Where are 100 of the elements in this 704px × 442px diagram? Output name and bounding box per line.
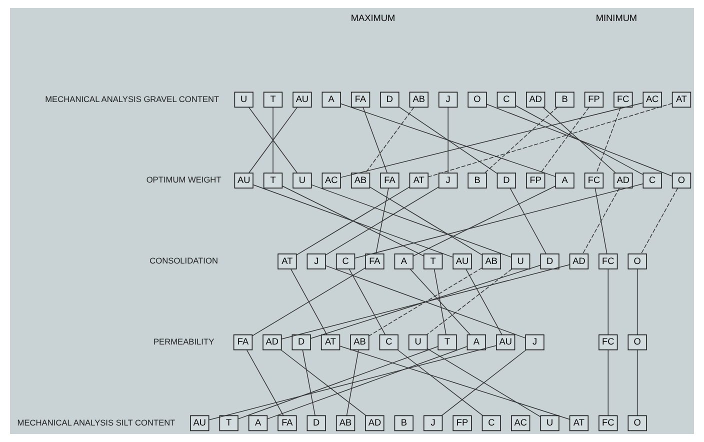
connector bbox=[346, 350, 359, 416]
node-box: FP bbox=[452, 415, 472, 432]
connector bbox=[515, 105, 644, 175]
connector bbox=[510, 188, 546, 254]
node-box: FA bbox=[278, 415, 297, 432]
node-box: FC bbox=[614, 92, 633, 108]
connector bbox=[640, 188, 678, 254]
node-box: AU bbox=[234, 172, 254, 188]
connector bbox=[428, 102, 673, 178]
connector bbox=[636, 350, 638, 416]
node-box: B bbox=[394, 415, 414, 432]
connector bbox=[398, 106, 498, 174]
node-box: FA bbox=[233, 334, 253, 350]
connector bbox=[370, 186, 482, 256]
node-box: U bbox=[540, 415, 560, 432]
node-box: D bbox=[306, 415, 326, 432]
node-box: AD bbox=[614, 172, 633, 188]
node-box: C bbox=[336, 254, 356, 270]
node-box: AU bbox=[452, 254, 472, 270]
connector bbox=[290, 268, 328, 336]
node-box: AT bbox=[409, 172, 428, 188]
connector bbox=[282, 186, 424, 256]
node-box: C bbox=[496, 92, 516, 108]
connector bbox=[410, 268, 471, 336]
node-box: U bbox=[511, 254, 530, 270]
connector bbox=[296, 186, 410, 256]
connector bbox=[365, 106, 414, 174]
node-box: AB bbox=[336, 415, 356, 432]
connector bbox=[426, 268, 512, 336]
node-box: A bbox=[248, 415, 268, 432]
label: MECHANICAL ANALYSIS GRAVEL CONTENT bbox=[45, 94, 220, 104]
connector bbox=[596, 106, 622, 174]
connector bbox=[540, 106, 590, 174]
connector bbox=[238, 346, 438, 420]
connector bbox=[281, 264, 570, 340]
node-box: FC bbox=[598, 254, 618, 270]
connector bbox=[248, 106, 298, 174]
node-box: C bbox=[379, 334, 398, 350]
node-box: U bbox=[408, 334, 428, 350]
node-box: AD bbox=[569, 254, 589, 270]
node-box: FC bbox=[598, 334, 618, 350]
node-box: C bbox=[642, 172, 662, 188]
node-box: AB bbox=[482, 254, 502, 270]
node-box: AC bbox=[511, 415, 530, 432]
node-box: J bbox=[423, 415, 443, 432]
connector bbox=[354, 183, 644, 259]
connector bbox=[426, 348, 541, 418]
node-box: AU bbox=[292, 92, 312, 108]
node-box: FP bbox=[526, 172, 546, 188]
connector bbox=[208, 345, 496, 420]
connector bbox=[340, 102, 644, 178]
connector bbox=[397, 350, 484, 416]
node-box: AC bbox=[642, 92, 662, 108]
node-box: T bbox=[219, 415, 238, 432]
node-box: B bbox=[555, 92, 574, 108]
node-box: AU bbox=[190, 415, 210, 432]
node-box: O bbox=[628, 415, 647, 432]
node-box: FP bbox=[584, 92, 604, 108]
label: CONSOLIDATION bbox=[150, 256, 218, 266]
node-box: J bbox=[438, 92, 458, 108]
node-box: D bbox=[496, 172, 516, 188]
connector bbox=[266, 346, 468, 420]
node-box: AT bbox=[672, 92, 692, 108]
node-box: AC bbox=[322, 172, 341, 188]
connector bbox=[340, 346, 570, 420]
connector bbox=[434, 268, 446, 336]
connector bbox=[412, 186, 556, 256]
connector bbox=[486, 104, 672, 176]
node-box: FC bbox=[598, 415, 618, 432]
node-box: C bbox=[482, 415, 502, 432]
node-box: O bbox=[628, 254, 647, 270]
node-box: D bbox=[292, 334, 311, 350]
connector bbox=[272, 106, 274, 174]
connector bbox=[340, 103, 556, 177]
node-box: A bbox=[555, 172, 574, 188]
node-box: AT bbox=[278, 254, 297, 270]
label: PERMEABILITY bbox=[153, 336, 214, 346]
node-box: T bbox=[263, 92, 283, 108]
node-box: O bbox=[672, 172, 692, 188]
connector bbox=[311, 184, 512, 258]
node-box: AB bbox=[350, 334, 370, 350]
node-box: AD bbox=[526, 92, 546, 108]
node-box: J bbox=[306, 254, 326, 270]
node-box: FA bbox=[380, 172, 400, 188]
node-box: O bbox=[628, 334, 647, 350]
connector bbox=[484, 106, 558, 174]
connector bbox=[302, 350, 316, 416]
node-box: FC bbox=[584, 172, 604, 188]
node-box: AB bbox=[350, 172, 370, 188]
label: MINIMUM bbox=[596, 13, 638, 24]
node-box: AU bbox=[496, 334, 516, 350]
node-box: D bbox=[380, 92, 400, 108]
connector bbox=[348, 268, 386, 336]
node-box: AD bbox=[262, 334, 282, 350]
node-box: B bbox=[468, 172, 487, 188]
node-box: A bbox=[466, 334, 486, 350]
connector bbox=[441, 350, 526, 416]
label: MECHANICAL ANALYSIS SILT CONTENT bbox=[17, 417, 176, 428]
node-box: A bbox=[394, 254, 414, 270]
connector bbox=[594, 188, 608, 254]
